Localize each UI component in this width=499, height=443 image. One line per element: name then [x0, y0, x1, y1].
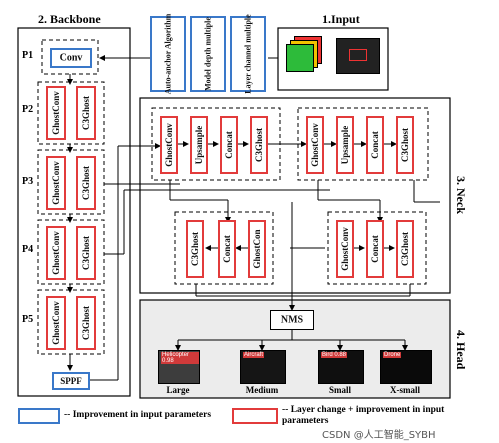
- neck-tl-concat-label: Concat: [224, 131, 234, 159]
- detection-medium-image: Aircraft: [240, 350, 286, 384]
- input-image-icon: [336, 38, 380, 74]
- head-title: 4. Head: [454, 330, 468, 370]
- neck-br-c3ghost-label: C3Ghost: [400, 231, 410, 267]
- neck-bl-ghostconv: GhostCon: [248, 220, 266, 278]
- legend-red-label: -- Layer change + improvement in input p…: [282, 405, 445, 426]
- p4-c3ghost-label: C3Ghost: [81, 235, 91, 271]
- scale-large-label: Large: [166, 385, 190, 395]
- p5-c3ghost: C3Ghost: [76, 296, 96, 350]
- stage-label-p2: P2: [22, 104, 34, 115]
- backbone-frame: [17, 27, 131, 397]
- model-depth-label: Model depth multiple: [203, 17, 213, 91]
- neck-tr-ghostconv: GhostConv: [306, 116, 324, 174]
- p3-c3ghost: C3Ghost: [76, 156, 96, 210]
- scale-small-label: Small: [328, 385, 351, 395]
- legend-blue-label: -- Improvement in input parameters: [64, 410, 212, 420]
- legend-blue-swatch: [18, 408, 60, 424]
- input-title: 1.Input: [322, 12, 360, 26]
- neck-tl-ghostconv: GhostConv: [160, 116, 178, 174]
- neck-tl-c3ghost-label: C3Ghost: [254, 127, 264, 163]
- group-neck-bottom-left: [174, 211, 274, 285]
- input-channel-green: [286, 44, 314, 72]
- scale-medium-label: Medium: [245, 385, 279, 395]
- detection-large-tag: Helicopter 0.98: [161, 352, 199, 364]
- sppf-label: SPPF: [60, 376, 82, 386]
- neck-tr-c3ghost-label: C3Ghost: [400, 127, 410, 163]
- backbone-title: 2. Backbone: [38, 12, 101, 26]
- neck-br-c3ghost: C3Ghost: [396, 220, 414, 278]
- neck-frame: [139, 97, 451, 294]
- p2-c3ghost-label: C3Ghost: [81, 95, 91, 131]
- p4-ghostconv: GhostConv: [46, 226, 66, 280]
- p5-ghostconv: GhostConv: [46, 296, 66, 350]
- p5-ghostconv-label: GhostConv: [51, 301, 61, 345]
- legend-blue-text: Improvement in input parameters: [72, 410, 212, 420]
- auto-anchor-box: Auto-anchor Algorithm: [150, 13, 186, 95]
- neck-tr-concat: Concat: [366, 116, 384, 174]
- neck-tl-concat: Concat: [220, 116, 238, 174]
- neck-tl-upsample-label: Upsample: [194, 125, 204, 165]
- auto-anchor-label: Auto-anchor Algorithm: [163, 13, 173, 95]
- neck-bl-concat-label: Concat: [222, 235, 232, 263]
- group-neck-bottom-right: [327, 211, 427, 285]
- detection-medium-tag: Aircraft: [243, 352, 265, 358]
- neck-br-ghostconv-label: GhostConv: [340, 227, 350, 271]
- group-p3: [37, 149, 105, 215]
- neck-br-concat: Concat: [366, 220, 384, 278]
- p3-ghostconv: GhostConv: [46, 156, 66, 210]
- neck-bl-concat: Concat: [218, 220, 236, 278]
- detection-xsmall-tag: Drone: [383, 352, 402, 358]
- neck-bl-c3ghost-label: C3Ghost: [190, 231, 200, 267]
- group-p2: [37, 81, 105, 145]
- neck-tl-ghostconv-label: GhostConv: [164, 123, 174, 167]
- group-p4: [37, 219, 105, 285]
- detection-small-image: Bird 0.88: [318, 350, 364, 384]
- neck-tr-concat-label: Concat: [370, 131, 380, 159]
- p5-c3ghost-label: C3Ghost: [81, 305, 91, 341]
- conv-label: Conv: [59, 52, 83, 64]
- layer-channel-label: Layer channel multiple: [243, 14, 253, 94]
- scale-xsmall-label: X-small: [390, 385, 420, 395]
- detection-small-tag: Bird 0.88: [321, 352, 348, 358]
- group-p1: [41, 39, 99, 75]
- p2-c3ghost: C3Ghost: [76, 86, 96, 140]
- stage-label-p5: P5: [22, 314, 34, 325]
- p3-ghostconv-label: GhostConv: [51, 161, 61, 205]
- layer-channel-box: Layer channel multiple: [230, 14, 266, 94]
- stage-label-p1: P1: [22, 50, 34, 61]
- neck-tr-upsample: Upsample: [336, 116, 354, 174]
- sppf-block: SPPF: [52, 372, 90, 390]
- watermark: CSDN @人工智能_SYBH: [322, 430, 436, 441]
- neck-br-ghostconv: GhostConv: [336, 220, 354, 278]
- conv-block: Conv: [50, 48, 92, 68]
- neck-tl-c3ghost: C3Ghost: [250, 116, 268, 174]
- detection-xsmall-image: Drone: [380, 350, 432, 384]
- stage-label-p4: P4: [22, 244, 34, 255]
- legend-red-swatch: [232, 408, 278, 424]
- input-bbox-icon: [349, 49, 367, 61]
- neck-tl-upsample: Upsample: [190, 116, 208, 174]
- neck-bl-c3ghost: C3Ghost: [186, 220, 204, 278]
- group-p5: [37, 289, 105, 355]
- p4-c3ghost: C3Ghost: [76, 226, 96, 280]
- neck-br-concat-label: Concat: [370, 235, 380, 263]
- legend-red-text: Layer change + improvement in input para…: [282, 405, 445, 426]
- neck-bl-ghostconv-label: GhostCon: [252, 229, 262, 269]
- detection-large-image: Helicopter 0.98: [158, 350, 200, 384]
- stage-label-p3: P3: [22, 176, 34, 187]
- p2-ghostconv-label: GhostConv: [51, 91, 61, 135]
- p4-ghostconv-label: GhostConv: [51, 231, 61, 275]
- nms-block: NMS: [270, 310, 314, 330]
- neck-title: 3. Neck: [454, 176, 468, 214]
- neck-tr-ghostconv-label: GhostConv: [310, 123, 320, 167]
- input-frame: [277, 27, 389, 91]
- nms-label: NMS: [280, 314, 304, 326]
- neck-tr-upsample-label: Upsample: [340, 125, 350, 165]
- p2-ghostconv: GhostConv: [46, 86, 66, 140]
- model-depth-box: Model depth multiple: [190, 16, 226, 92]
- neck-tr-c3ghost: C3Ghost: [396, 116, 414, 174]
- p3-c3ghost-label: C3Ghost: [81, 165, 91, 201]
